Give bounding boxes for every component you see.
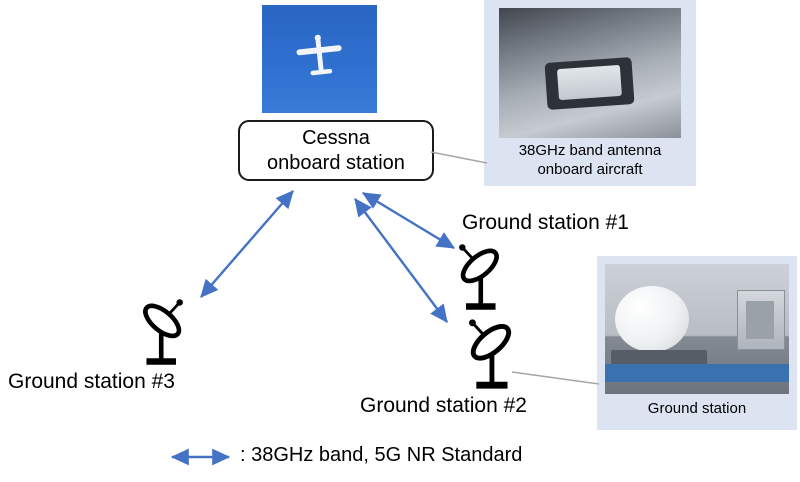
airplane-icon: [296, 34, 342, 76]
ground-station-1-dish: [450, 241, 506, 313]
cessna-aircraft-photo: [262, 5, 377, 113]
satellite-dish-icon: [469, 319, 512, 389]
antenna-inset-panel: 38GHz band antenna onboard aircraft: [484, 0, 696, 186]
satellite-dish-icon: [459, 244, 499, 310]
arrow-box-to-ground-station-1: [361, 191, 456, 250]
ground-station-3-label: Ground station #3: [8, 370, 175, 393]
radome-icon: [615, 286, 689, 352]
antenna-inset-caption: 38GHz band antenna onboard aircraft: [484, 141, 696, 179]
cessna-onboard-station-box: Cessna onboard station: [238, 120, 434, 181]
antenna-photo: [499, 8, 681, 138]
antenna-bay-opening: [544, 57, 636, 110]
ground-station-3-dish: [136, 296, 192, 368]
cessna-box-line1: Cessna: [302, 126, 370, 149]
ground-station-2-label: Ground station #2: [360, 394, 527, 417]
blue-ground-mat: [605, 364, 789, 382]
ground-station-inset-panel: Ground station: [597, 256, 797, 430]
antenna-caption-line2: onboard aircraft: [537, 161, 643, 178]
cessna-box-line2: onboard station: [267, 151, 405, 174]
antenna-caption-line1: 38GHz band antenna: [518, 142, 662, 159]
arrow-box-to-ground-station-2: [354, 198, 448, 323]
ground-station-2-dish: [461, 316, 517, 392]
ground-inset-caption: Ground station: [647, 400, 747, 417]
truck-door: [746, 301, 774, 339]
connector-line-ground-inset: [511, 371, 600, 385]
arrow-box-to-ground-station-3: [200, 190, 294, 298]
legend-text: : 38GHz band, 5G NR Standard: [240, 444, 523, 466]
antenna-trailer: [611, 350, 707, 366]
equipment-truck: [737, 290, 785, 350]
antenna-array-panel: [557, 65, 623, 101]
ground-station-photo: [605, 264, 789, 394]
satellite-dish-icon: [143, 299, 183, 365]
connector-line-antenna-inset: [430, 151, 488, 164]
ground-station-1-label: Ground station #1: [462, 211, 629, 234]
